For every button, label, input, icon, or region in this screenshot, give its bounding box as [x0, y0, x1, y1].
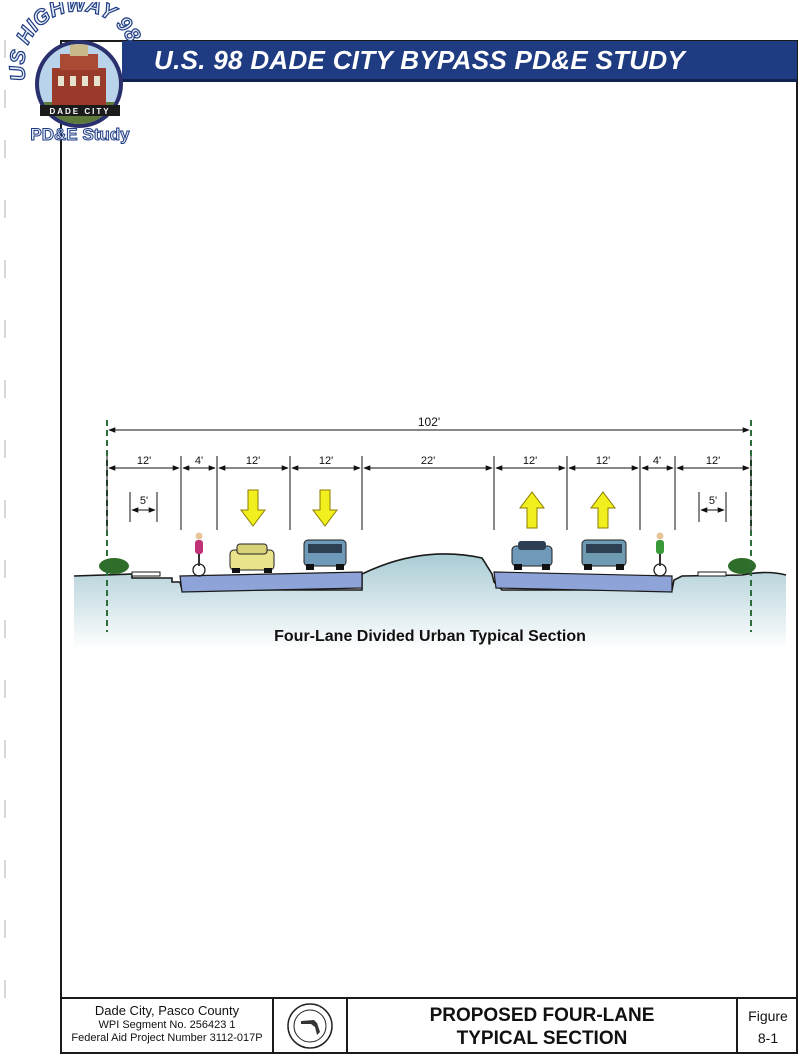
binder-margin	[0, 0, 14, 1056]
sidewalk-left	[131, 571, 161, 577]
bicyclist-right-icon	[653, 532, 667, 577]
sheet-title-line1: PROPOSED FOUR-LANE	[429, 1004, 655, 1026]
segment-label-1: 12'	[137, 455, 151, 467]
project-info: Dade City, Pasco County WPI Segment No. …	[62, 999, 274, 1054]
total-width-label: 102'	[418, 415, 440, 429]
sheet-title-line2: TYPICAL SECTION	[456, 1027, 628, 1049]
arrow-up-icon	[519, 491, 545, 529]
fdot-seal-icon	[287, 1003, 333, 1049]
wpi-segment: WPI Segment No. 256423 1	[98, 1019, 236, 1031]
segment-label-8: 4'	[653, 455, 661, 467]
pavement-right	[493, 571, 673, 593]
us-highway-98-logo: US HIGHWAY 98 DADE CITY PD&E Study	[5, 2, 145, 145]
logo-study-text: PD&E Study	[30, 125, 130, 144]
car-southbound-1-icon	[229, 543, 275, 573]
shrub-right	[728, 558, 756, 574]
sidewalk-width-left: 5'	[140, 495, 148, 507]
sidewalk-right	[697, 571, 727, 577]
project-location: Dade City, Pasco County	[94, 1003, 240, 1018]
figure-number: 8-1	[757, 1029, 779, 1046]
sidewalk-width-right: 5'	[709, 495, 717, 507]
arrow-up-icon	[590, 491, 616, 529]
ground-fill	[74, 553, 786, 650]
pavement-left	[179, 571, 363, 593]
fdot-seal	[274, 999, 348, 1054]
segment-label-2: 4'	[195, 455, 203, 467]
segment-label-9: 12'	[706, 455, 720, 467]
truck-southbound-2-icon	[303, 539, 347, 570]
typical-section-diagram: 102' 12' 4'	[62, 400, 798, 680]
bicyclist-left-icon	[192, 532, 206, 577]
shrub-left	[99, 558, 129, 574]
logo-band-text: DADE CITY	[49, 107, 110, 116]
segment-label-7: 12'	[596, 455, 610, 467]
arrow-down-icon	[240, 489, 266, 527]
page-title: U.S. 98 DADE CITY BYPASS PD&E STUDY	[154, 44, 686, 75]
segment-label-4: 12'	[319, 455, 333, 467]
segment-label-5: 22'	[421, 455, 435, 467]
arrow-down-icon	[312, 489, 338, 527]
figure-label: Figure	[748, 1007, 788, 1024]
car-northbound-1-icon	[511, 541, 553, 570]
figure-number-box: Figure 8-1	[738, 999, 798, 1054]
federal-aid-number: Federal Aid Project Number 3112-017P	[71, 1032, 263, 1044]
truck-northbound-2-icon	[581, 539, 627, 570]
sheet-title: PROPOSED FOUR-LANE TYPICAL SECTION	[348, 999, 738, 1054]
title-bar: U.S. 98 DADE CITY BYPASS PD&E STUDY	[122, 41, 797, 82]
diagram-title: Four-Lane Divided Urban Typical Section	[274, 628, 586, 645]
segment-label-3: 12'	[246, 455, 260, 467]
segment-label-6: 12'	[523, 455, 537, 467]
title-block: Dade City, Pasco County WPI Segment No. …	[62, 997, 798, 1054]
